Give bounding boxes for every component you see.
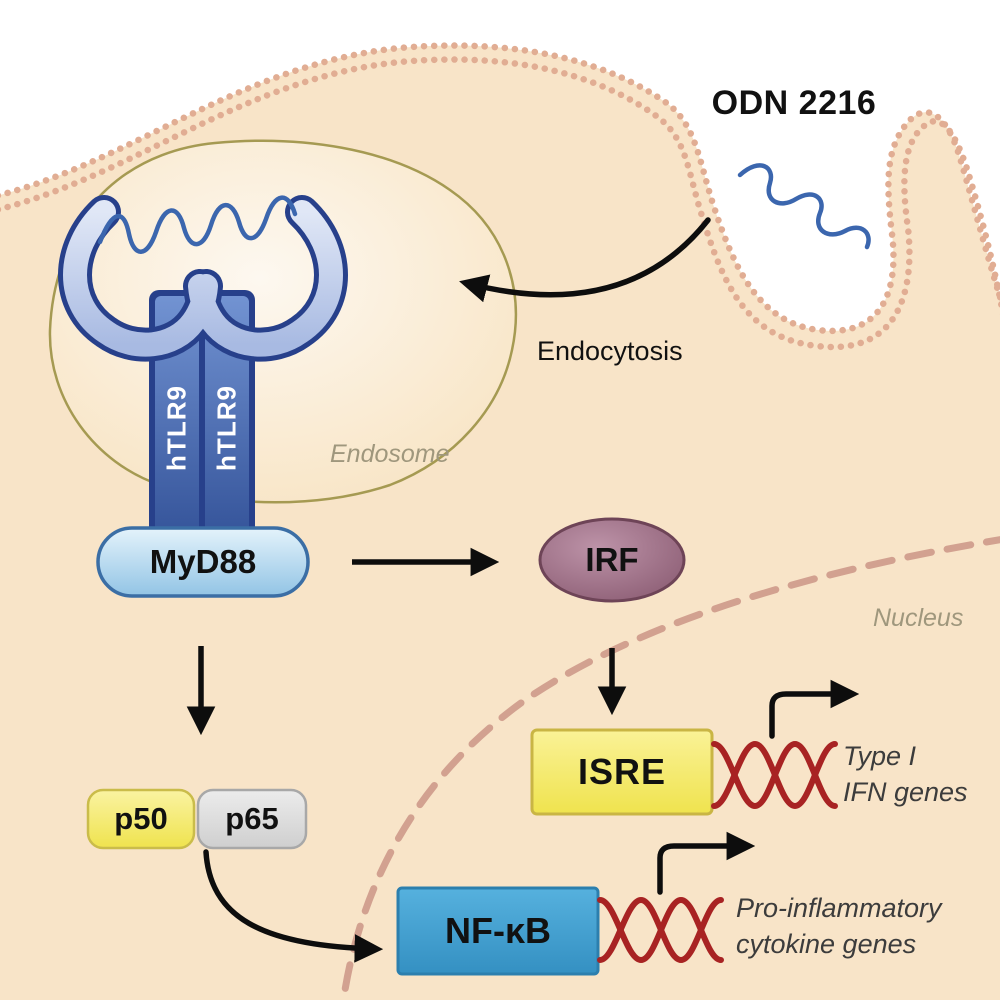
p65-label: p65: [225, 801, 279, 836]
cell-membrane-outer: [0, 42, 1000, 335]
myd88-label: MyD88: [149, 543, 257, 580]
myd88-node: [96, 526, 310, 598]
proinflammatory-genes-label: Pro-inflammatory cytokine genes: [736, 890, 942, 963]
isre-label: ISRE: [577, 751, 667, 792]
nfkb-node: [396, 886, 600, 976]
htlr9-label-right: hTLR9: [211, 385, 242, 471]
bound-dna-icon: [97, 195, 298, 254]
htlr9-ectodomain-right: [188, 200, 343, 357]
type1-line1: Type I: [843, 741, 917, 771]
isre-transcription-arrow: [769, 679, 860, 739]
isre-dna-helix-icon: [711, 740, 838, 810]
endosome-label: Endosome: [330, 440, 450, 468]
nucleus-label: Nucleus: [873, 604, 964, 632]
htlr9-label-left: hTLR9: [161, 385, 192, 471]
nfkb-transcription-arrow: [657, 831, 756, 895]
cell-membrane-inner: [0, 56, 1000, 351]
p50-label: p50: [114, 801, 168, 836]
irf-node: [538, 517, 686, 603]
isre-node: [530, 728, 714, 816]
proinf-line1: Pro-inflammatory: [736, 893, 942, 923]
endocytosis-label: Endocytosis: [537, 336, 683, 366]
nfkb-label: NF-κB: [444, 910, 552, 951]
nfkb-dna-helix-icon: [597, 896, 724, 964]
p65-node: [196, 788, 308, 850]
p50-nfkb-arrow: [203, 849, 384, 963]
extracellular-region: [0, 0, 1000, 331]
endocytosis-arrow: [459, 217, 711, 303]
irf-label: IRF: [585, 541, 639, 578]
proinf-line2: cytokine genes: [736, 929, 917, 960]
type1-ifn-genes-label: Type I IFN genes: [843, 738, 968, 811]
nucleus-boundary: [339, 536, 1000, 1000]
odn-dna-icon: [737, 163, 871, 250]
p50-node: [86, 788, 196, 850]
htlr9-dimer: [58, 195, 348, 542]
type1-line2: IFN genes: [843, 777, 968, 808]
odn-label: ODN 2216: [711, 84, 877, 122]
